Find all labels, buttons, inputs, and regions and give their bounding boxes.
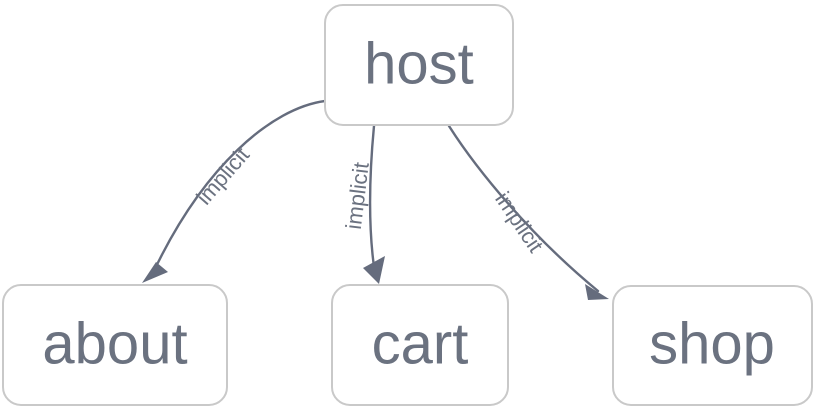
edge-host-to-about[interactable]: implicit xyxy=(142,99,327,283)
edge-label: implicit xyxy=(191,142,254,209)
edge-host-to-shop[interactable]: implicit xyxy=(447,124,609,300)
edge-arrowhead-icon xyxy=(585,284,609,300)
edge-label: implicit xyxy=(341,161,374,231)
node-label: shop xyxy=(649,311,775,376)
edge-arrowhead-icon xyxy=(142,262,168,283)
node-host[interactable]: host xyxy=(324,4,514,126)
node-cart[interactable]: cart xyxy=(331,284,509,406)
edge-arrowhead-icon xyxy=(363,256,385,284)
node-box xyxy=(324,4,514,126)
node-shop[interactable]: shop xyxy=(612,285,813,406)
node-box xyxy=(2,284,228,406)
node-label: host xyxy=(364,31,474,96)
node-about[interactable]: about xyxy=(2,284,228,406)
edge-line xyxy=(368,124,377,276)
node-box xyxy=(612,285,813,406)
edges-layer: implicit implicit implicit xyxy=(142,99,609,300)
node-box xyxy=(331,284,509,406)
node-label: about xyxy=(42,311,187,376)
edge-line xyxy=(150,99,327,277)
edge-host-to-cart[interactable]: implicit xyxy=(341,124,385,284)
nodes-layer: host about cart shop xyxy=(2,4,813,406)
edge-label: implicit xyxy=(490,187,548,257)
node-label: cart xyxy=(372,311,469,376)
edge-line xyxy=(447,124,600,293)
